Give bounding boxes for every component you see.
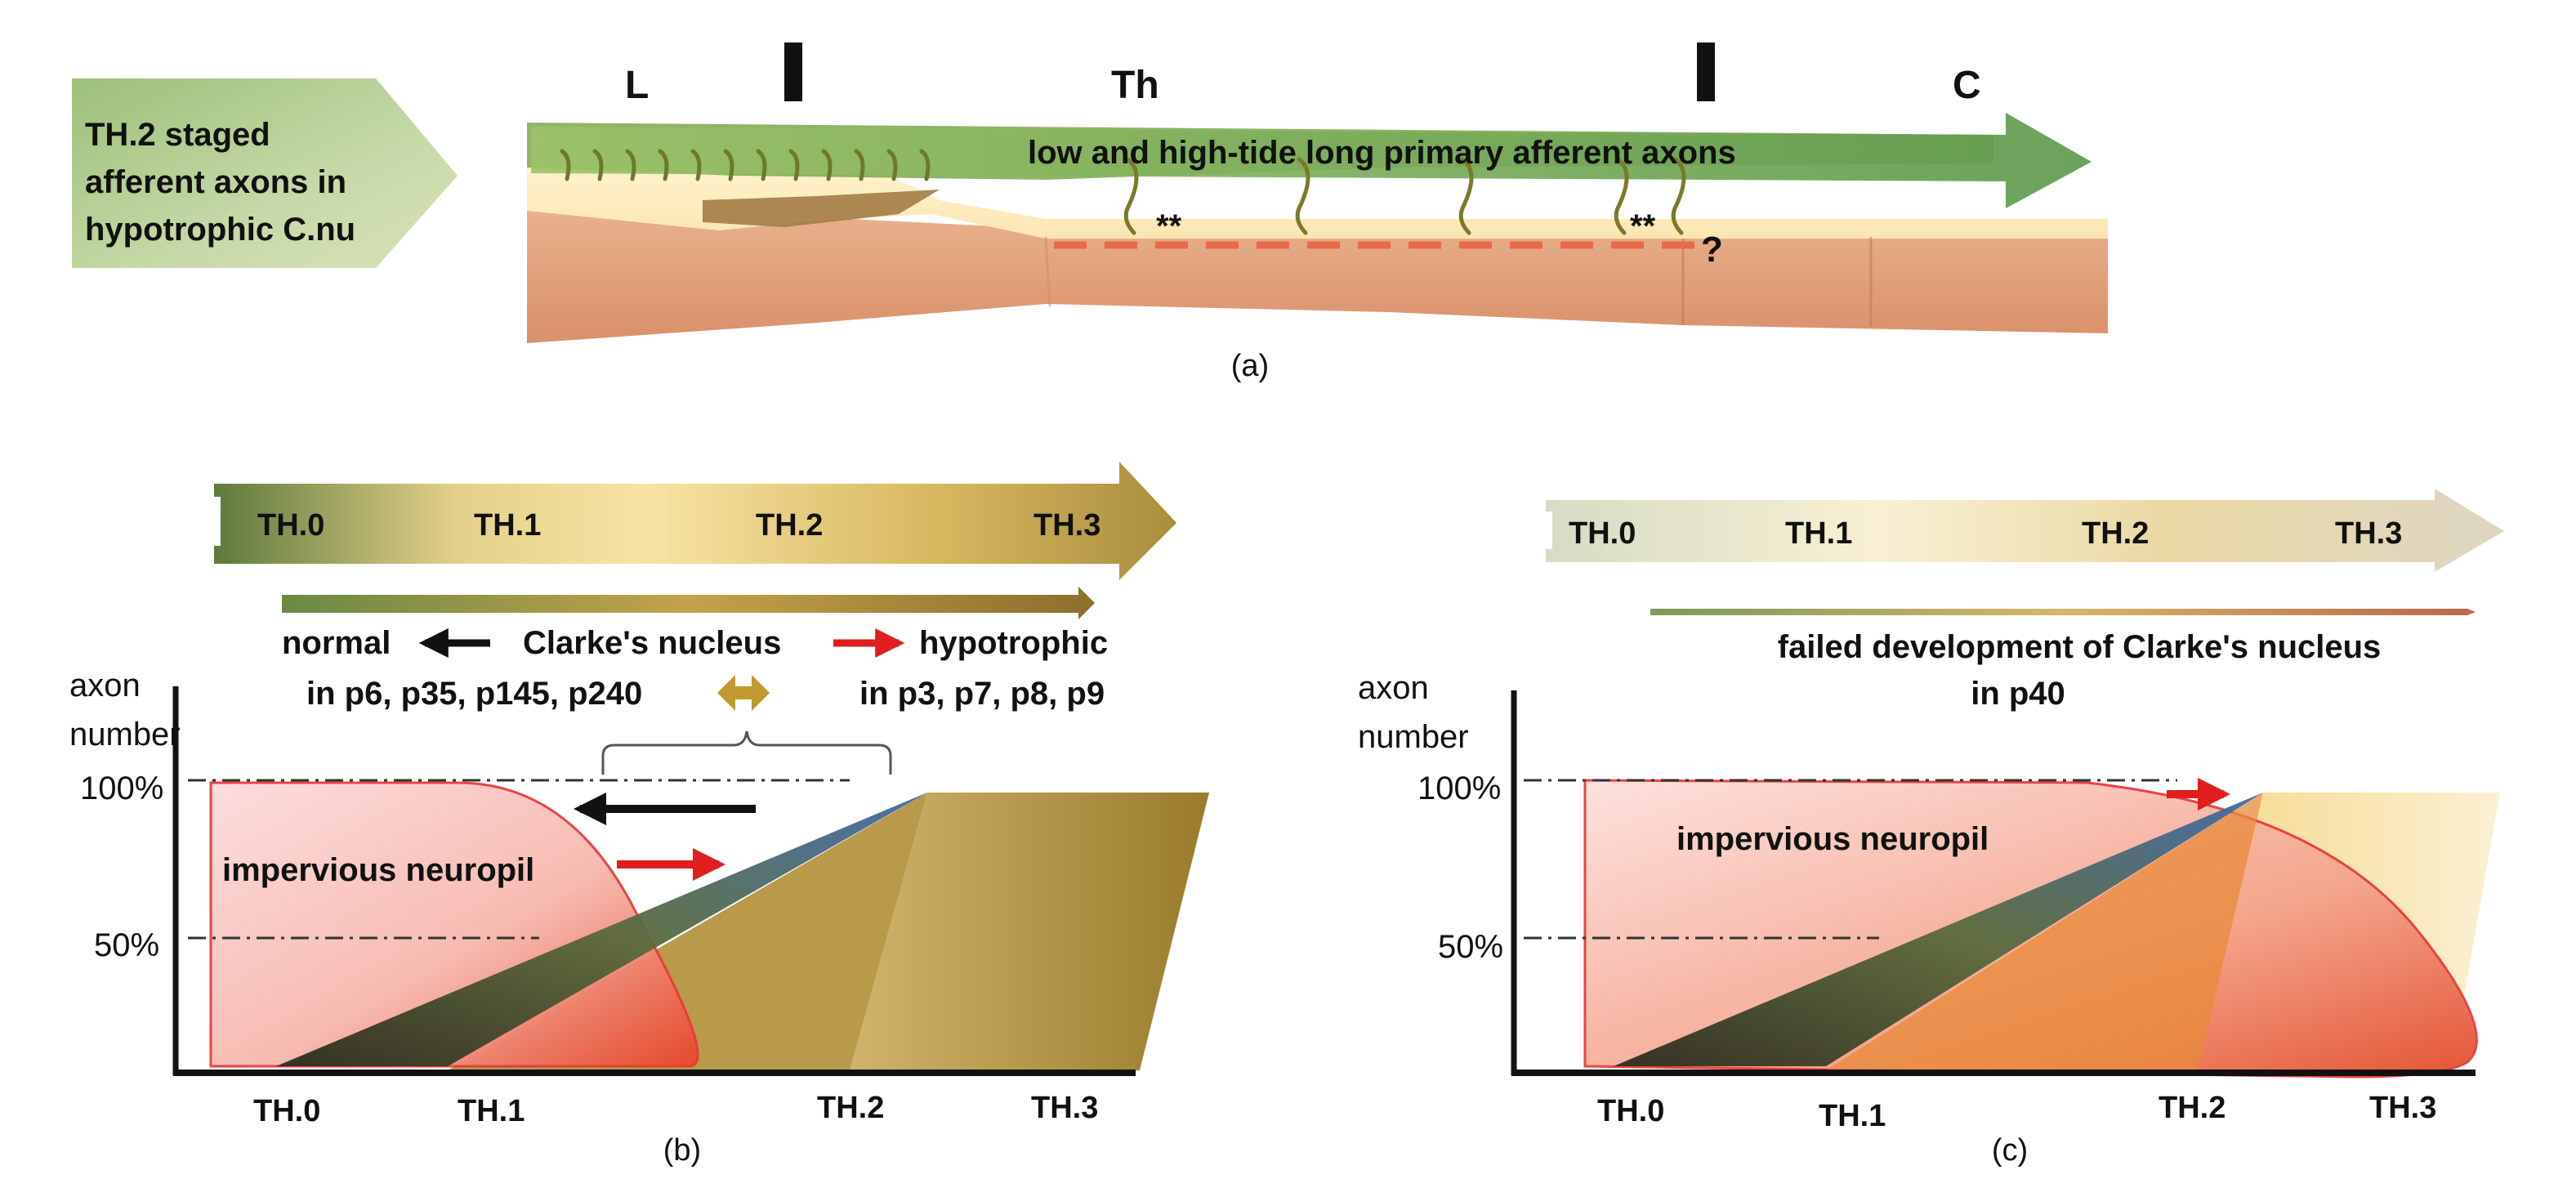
stage-arrow-b — [214, 462, 1176, 580]
marker-asterisks-2: ** — [1630, 208, 1656, 244]
impervious-neuropil-label-c: impervious neuropil — [1676, 821, 1989, 857]
x-tick-c-th0: TH.0 — [1597, 1094, 1664, 1128]
axon-growth-wedge-c — [1614, 793, 2263, 1066]
y-axis-label-c-1: axon — [1358, 670, 1429, 706]
marker-asterisks-1: ** — [1156, 208, 1182, 244]
normal-cases: in p6, p35, p145, p240 — [306, 676, 642, 712]
segment-label-l: L — [625, 64, 649, 107]
tick-100-c: 100% — [1417, 770, 1501, 806]
x-tick-b-th2: TH.2 — [817, 1091, 884, 1125]
failed-development-bar — [1650, 609, 2476, 615]
failed-development-line-2: in p40 — [1971, 676, 2065, 712]
axon-growth-wedge-b — [276, 793, 927, 1066]
y-axis-label-b-2: number — [69, 717, 181, 753]
axons-label: low and high-tide long primary afferent … — [1028, 135, 1736, 171]
caption-c: (c) — [1992, 1133, 2028, 1168]
x-tick-b-th1: TH.1 — [458, 1094, 525, 1128]
question-mark: ? — [1701, 230, 1723, 270]
tick-50-c: 50% — [1438, 929, 1503, 965]
stage-c-th3: TH.3 — [2335, 516, 2402, 551]
stage-c-th1: TH.1 — [1785, 516, 1852, 551]
stage-arrow-c-tick — [1546, 511, 1552, 549]
caption-a: (a) — [1231, 349, 1269, 383]
stage-tag-line-3: hypotrophic C.nu — [85, 212, 355, 248]
normal-label: normal — [282, 625, 391, 661]
x-tick-b-th3: TH.3 — [1031, 1091, 1098, 1125]
x-tick-b-th0: TH.0 — [253, 1094, 320, 1128]
failed-development-line-1: failed development of Clarke's nucleus — [1778, 629, 2382, 665]
stage-tag-line-1: TH.2 staged — [85, 117, 270, 153]
y-axis-label-b-1: axon — [69, 668, 141, 703]
hypotrophic-label: hypotrophic — [919, 625, 1108, 661]
panel-c: TH.0 TH.1 TH.2 TH.3 failed development o… — [1358, 489, 2504, 1168]
tick-50-b: 50% — [94, 927, 159, 963]
segment-divider-1 — [784, 42, 802, 101]
panel-a: TH.2 staged afferent axons in hypotrophi… — [72, 42, 2108, 383]
tick-100-b: 100% — [80, 770, 163, 806]
segment-divider-2 — [1697, 42, 1715, 101]
stage-tag-line-2: afferent axons in — [85, 164, 346, 200]
impervious-neuropil-label-b: impervious neuropil — [222, 852, 534, 888]
caption-b: (b) — [663, 1133, 701, 1168]
segment-label-c: C — [1953, 64, 1981, 107]
gold-region-b — [850, 793, 1209, 1070]
segment-label-th: Th — [1111, 64, 1159, 107]
stage-arrow-c — [1546, 489, 2504, 572]
axon-tract-arrow — [531, 113, 2092, 208]
range-brace — [601, 730, 892, 775]
stage-c-th0: TH.0 — [1569, 516, 1636, 551]
mid-region-c — [1826, 793, 2263, 1070]
stage-b-th3: TH.3 — [1034, 508, 1100, 543]
brown-band — [703, 190, 940, 227]
panel-b: TH.0 TH.1 TH.2 TH.3 normal Clarke's nucl… — [69, 462, 1209, 1168]
stage-arrow-b-tick — [214, 497, 221, 546]
x-tick-c-th2: TH.2 — [2159, 1091, 2226, 1125]
segment-boundary-1 — [1044, 236, 1051, 307]
hypotrophic-cases: in p3, p7, p8, p9 — [859, 676, 1105, 712]
x-tick-c-th3: TH.3 — [2369, 1091, 2436, 1125]
stage-b-th0: TH.0 — [257, 508, 324, 543]
stage-b-th1: TH.1 — [474, 508, 541, 543]
double-arrow-icon — [717, 675, 770, 711]
stage-b-th2: TH.2 — [756, 508, 823, 543]
stage-c-th2: TH.2 — [2082, 516, 2149, 551]
x-tick-c-th1: TH.1 — [1819, 1099, 1886, 1133]
stage-tag — [72, 78, 458, 268]
axon-collaterals — [560, 149, 1686, 235]
y-axis-label-c-2: number — [1358, 719, 1469, 755]
clarke-nucleus-label: Clarke's nucleus — [523, 625, 781, 661]
clarke-nucleus-bar — [282, 587, 1095, 619]
